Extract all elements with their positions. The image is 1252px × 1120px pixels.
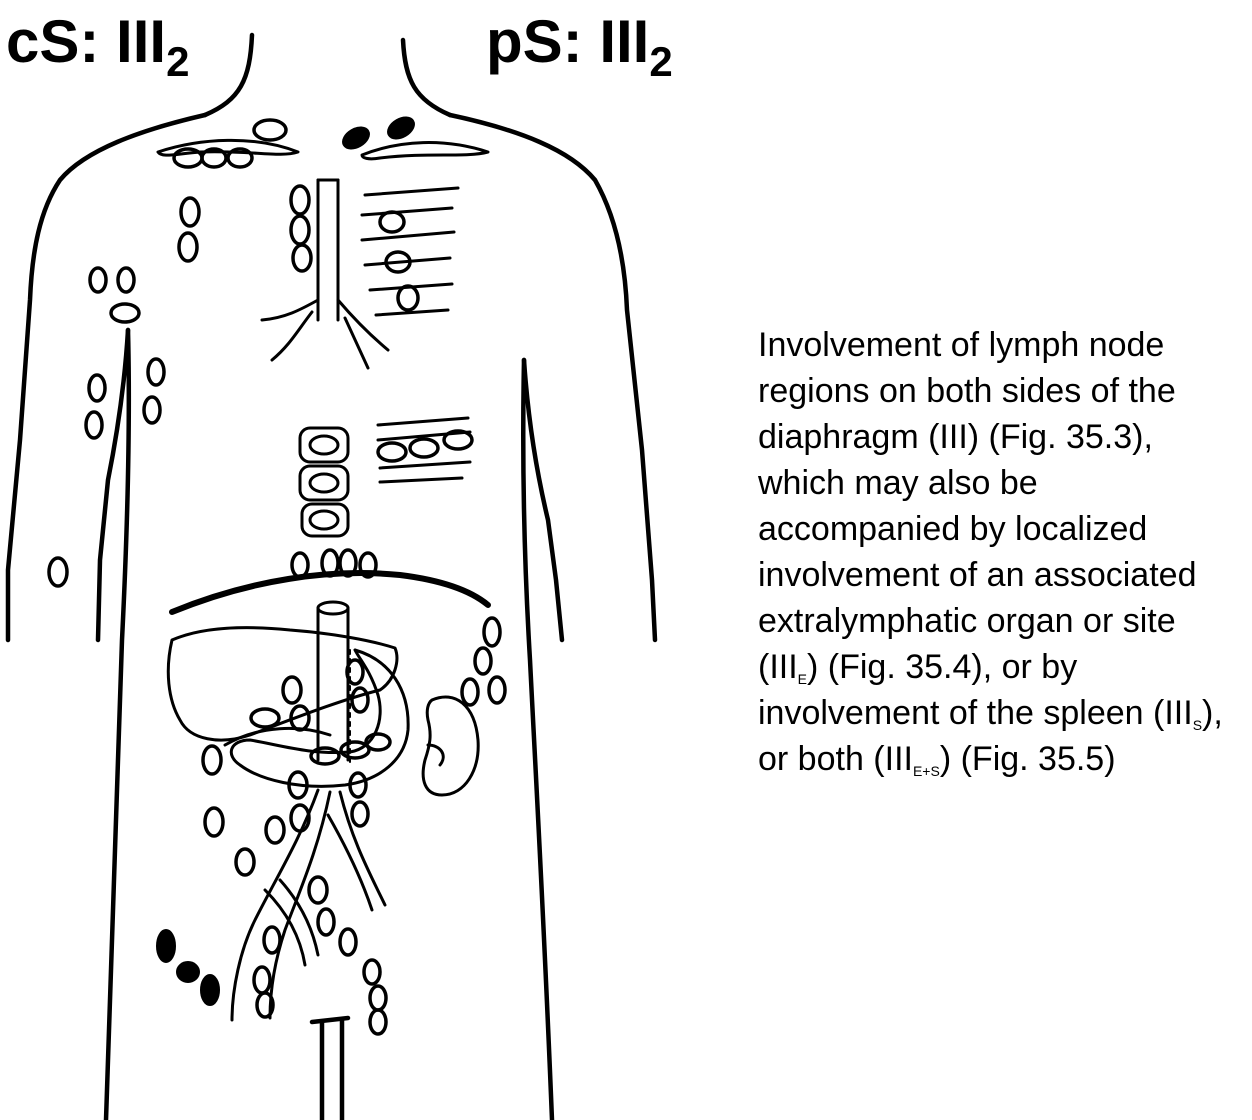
caption-part-1: Involvement of lymph node regions on bot… <box>758 326 1206 686</box>
pathological-stage-text: pS: III <box>486 8 650 75</box>
caption-part-3: ), or both (III <box>758 694 1233 778</box>
clinical-stage-text: cS: III <box>6 8 167 75</box>
caption-part-4: ) (Fig. 35.5) <box>939 740 1116 778</box>
lymph-nodes-involved <box>156 116 415 1006</box>
diaphragm <box>169 570 491 615</box>
caption-part-2: ) (Fig. 35.4), or by involvement of the … <box>758 648 1193 732</box>
stage-description: Involvement of lymph node regions on bot… <box>758 322 1238 782</box>
ribs <box>360 186 472 484</box>
pathological-stage-subscript: 2 <box>649 38 673 85</box>
clinical-stage-label: cS: III2 <box>6 12 189 83</box>
lymph-nodes-open <box>47 118 507 1036</box>
clavicles <box>156 138 490 161</box>
pathological-stage-label: pS: III2 <box>486 12 673 83</box>
spine-vertebrae <box>298 426 350 538</box>
body-outline <box>5 32 658 1120</box>
abdominal-organs <box>166 600 480 1022</box>
caption-sub-es: E+S <box>912 763 940 779</box>
trachea-bronchi <box>260 178 390 370</box>
clinical-stage-subscript: 2 <box>166 38 190 85</box>
caption-sub-e: E <box>797 671 808 687</box>
caption-sub-s: S <box>1192 717 1203 733</box>
